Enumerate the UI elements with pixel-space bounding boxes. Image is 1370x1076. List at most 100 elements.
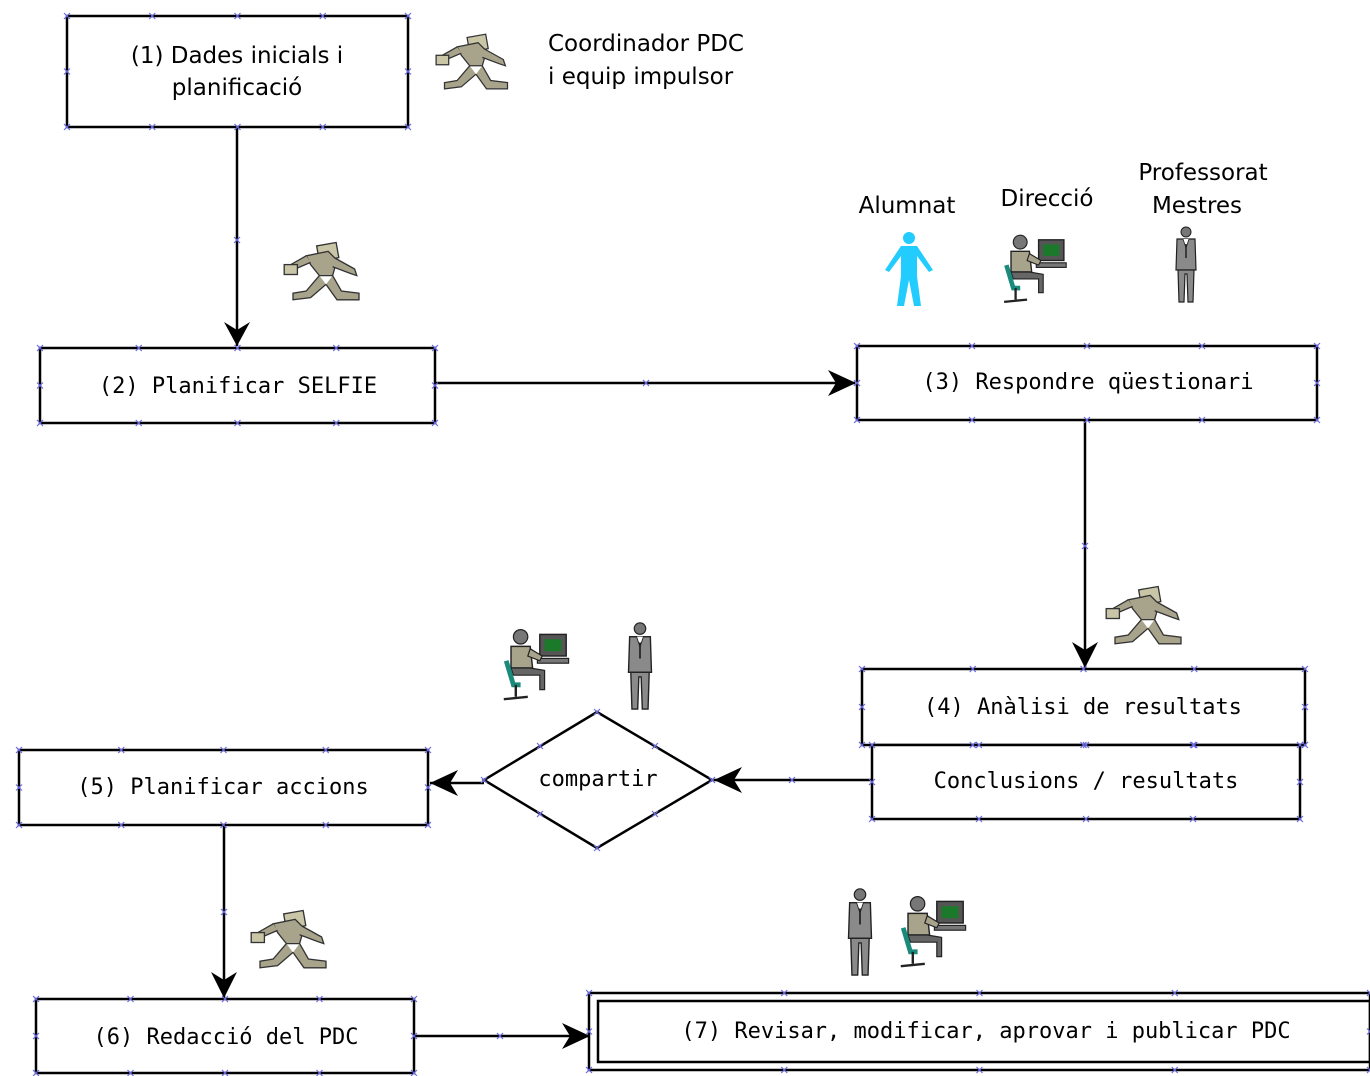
handle-marker <box>32 1032 40 1040</box>
handle-marker <box>868 778 876 786</box>
handle-marker <box>1081 542 1089 550</box>
handle-marker <box>642 379 650 387</box>
handle-marker <box>63 123 71 131</box>
handle-marker <box>36 344 44 352</box>
handle-marker <box>319 123 327 131</box>
handle-marker <box>148 123 156 131</box>
step-4-box: (4) Anàlisi de resultats <box>860 667 1307 747</box>
handle-marker <box>424 821 432 829</box>
handle-marker <box>975 815 983 823</box>
step-4-label: (4) Anàlisi de resultats <box>924 695 1242 720</box>
running-person-icon <box>283 241 360 301</box>
handle-marker <box>410 1069 418 1076</box>
handle-marker <box>788 776 796 784</box>
handle-marker <box>536 810 544 818</box>
handle-marker <box>968 342 976 350</box>
handle-marker <box>220 746 227 754</box>
handle-marker <box>593 844 601 852</box>
student-figure-icon <box>885 232 933 306</box>
handle-marker <box>1313 379 1321 387</box>
handle-marker <box>424 784 432 791</box>
handle-marker <box>410 1032 418 1040</box>
handle-marker <box>858 703 866 711</box>
handle-marker <box>1313 342 1321 350</box>
handle-marker <box>234 12 241 20</box>
handle-marker <box>1366 989 1370 997</box>
handle-marker <box>32 995 40 1003</box>
handle-marker <box>220 821 227 829</box>
person-at-computer-icon <box>901 897 966 967</box>
handle-marker <box>15 784 23 791</box>
handle-marker <box>1189 741 1197 749</box>
handle-marker <box>780 1066 788 1074</box>
step-2-label: (2) Planificar SELFIE <box>99 374 377 399</box>
handle-marker <box>1082 741 1090 749</box>
handle-marker <box>234 419 241 427</box>
handle-marker <box>480 776 488 784</box>
step-7-box: (7) Revisar, modificar, aprovar i public… <box>587 991 1370 1072</box>
handle-marker <box>1198 416 1206 424</box>
step-6-box: (6) Redacció del PDC <box>34 997 416 1075</box>
handle-marker <box>1366 1028 1370 1035</box>
handle-marker <box>1083 416 1091 424</box>
handle-marker <box>1082 815 1090 823</box>
handle-marker <box>976 1066 983 1074</box>
handle-marker <box>1171 1066 1179 1074</box>
step-3-box: (3) Respondre qüestionari <box>855 344 1319 422</box>
handle-marker <box>319 12 327 20</box>
handle-marker <box>651 810 659 818</box>
handle-marker <box>1296 778 1304 786</box>
handle-marker <box>1198 342 1206 350</box>
coordinator-label-line2: i equip impulsor <box>548 64 734 90</box>
handle-marker <box>404 123 412 131</box>
handle-marker <box>410 995 418 1003</box>
handle-marker <box>975 741 983 749</box>
arrowhead-5-to-6 <box>211 972 237 998</box>
handle-marker <box>1190 741 1198 749</box>
teachers-label-line2: Mestres <box>1152 193 1242 219</box>
handle-marker <box>233 236 241 244</box>
handle-marker <box>234 344 241 352</box>
handle-marker <box>117 821 125 829</box>
handle-marker <box>858 741 866 749</box>
handle-marker <box>63 68 71 75</box>
handle-marker <box>651 742 659 750</box>
handle-marker <box>780 989 788 997</box>
arrowhead-2-to-3 <box>828 370 856 396</box>
standing-businessman-icon <box>627 621 653 710</box>
arrowhead-decision-to-5 <box>430 770 458 796</box>
standing-businessman-icon <box>1175 226 1197 303</box>
handle-marker <box>221 995 229 1003</box>
connectors <box>211 128 1098 1049</box>
handle-marker <box>15 821 23 829</box>
students-label: Alumnat <box>859 193 956 219</box>
handle-marker <box>868 741 876 749</box>
handle-marker <box>708 776 716 784</box>
handle-marker <box>1189 815 1197 823</box>
handle-marker <box>858 665 866 673</box>
arrowhead-6-to-7 <box>562 1023 590 1049</box>
decision-diamond: compartir <box>481 710 715 850</box>
step-1-label-line1: (1) Dades inicials i <box>131 43 343 69</box>
step-6-label: (6) Redacció del PDC <box>94 1025 359 1050</box>
step-4-conclusions-box: Conclusions / resultats <box>870 743 1302 821</box>
step-3-label: (3) Respondre qüestionari <box>922 370 1253 395</box>
running-person-icon <box>250 909 327 969</box>
handle-marker <box>322 821 330 829</box>
step-7-label: (7) Revisar, modificar, aprovar i public… <box>681 1019 1290 1044</box>
teachers-label-line1: Professorat <box>1138 160 1267 186</box>
handle-marker <box>585 1028 593 1035</box>
handle-marker <box>127 995 134 1003</box>
handle-marker <box>969 665 977 673</box>
handle-marker <box>424 746 432 754</box>
handle-marker <box>220 908 228 916</box>
handle-marker <box>36 382 44 389</box>
handle-marker <box>431 419 439 427</box>
handle-marker <box>36 419 44 427</box>
running-person-icon <box>1105 585 1182 645</box>
person-at-computer-icon <box>1004 235 1066 302</box>
handle-marker <box>234 123 241 131</box>
running-person-icon <box>435 33 509 90</box>
handle-marker <box>1080 665 1087 673</box>
